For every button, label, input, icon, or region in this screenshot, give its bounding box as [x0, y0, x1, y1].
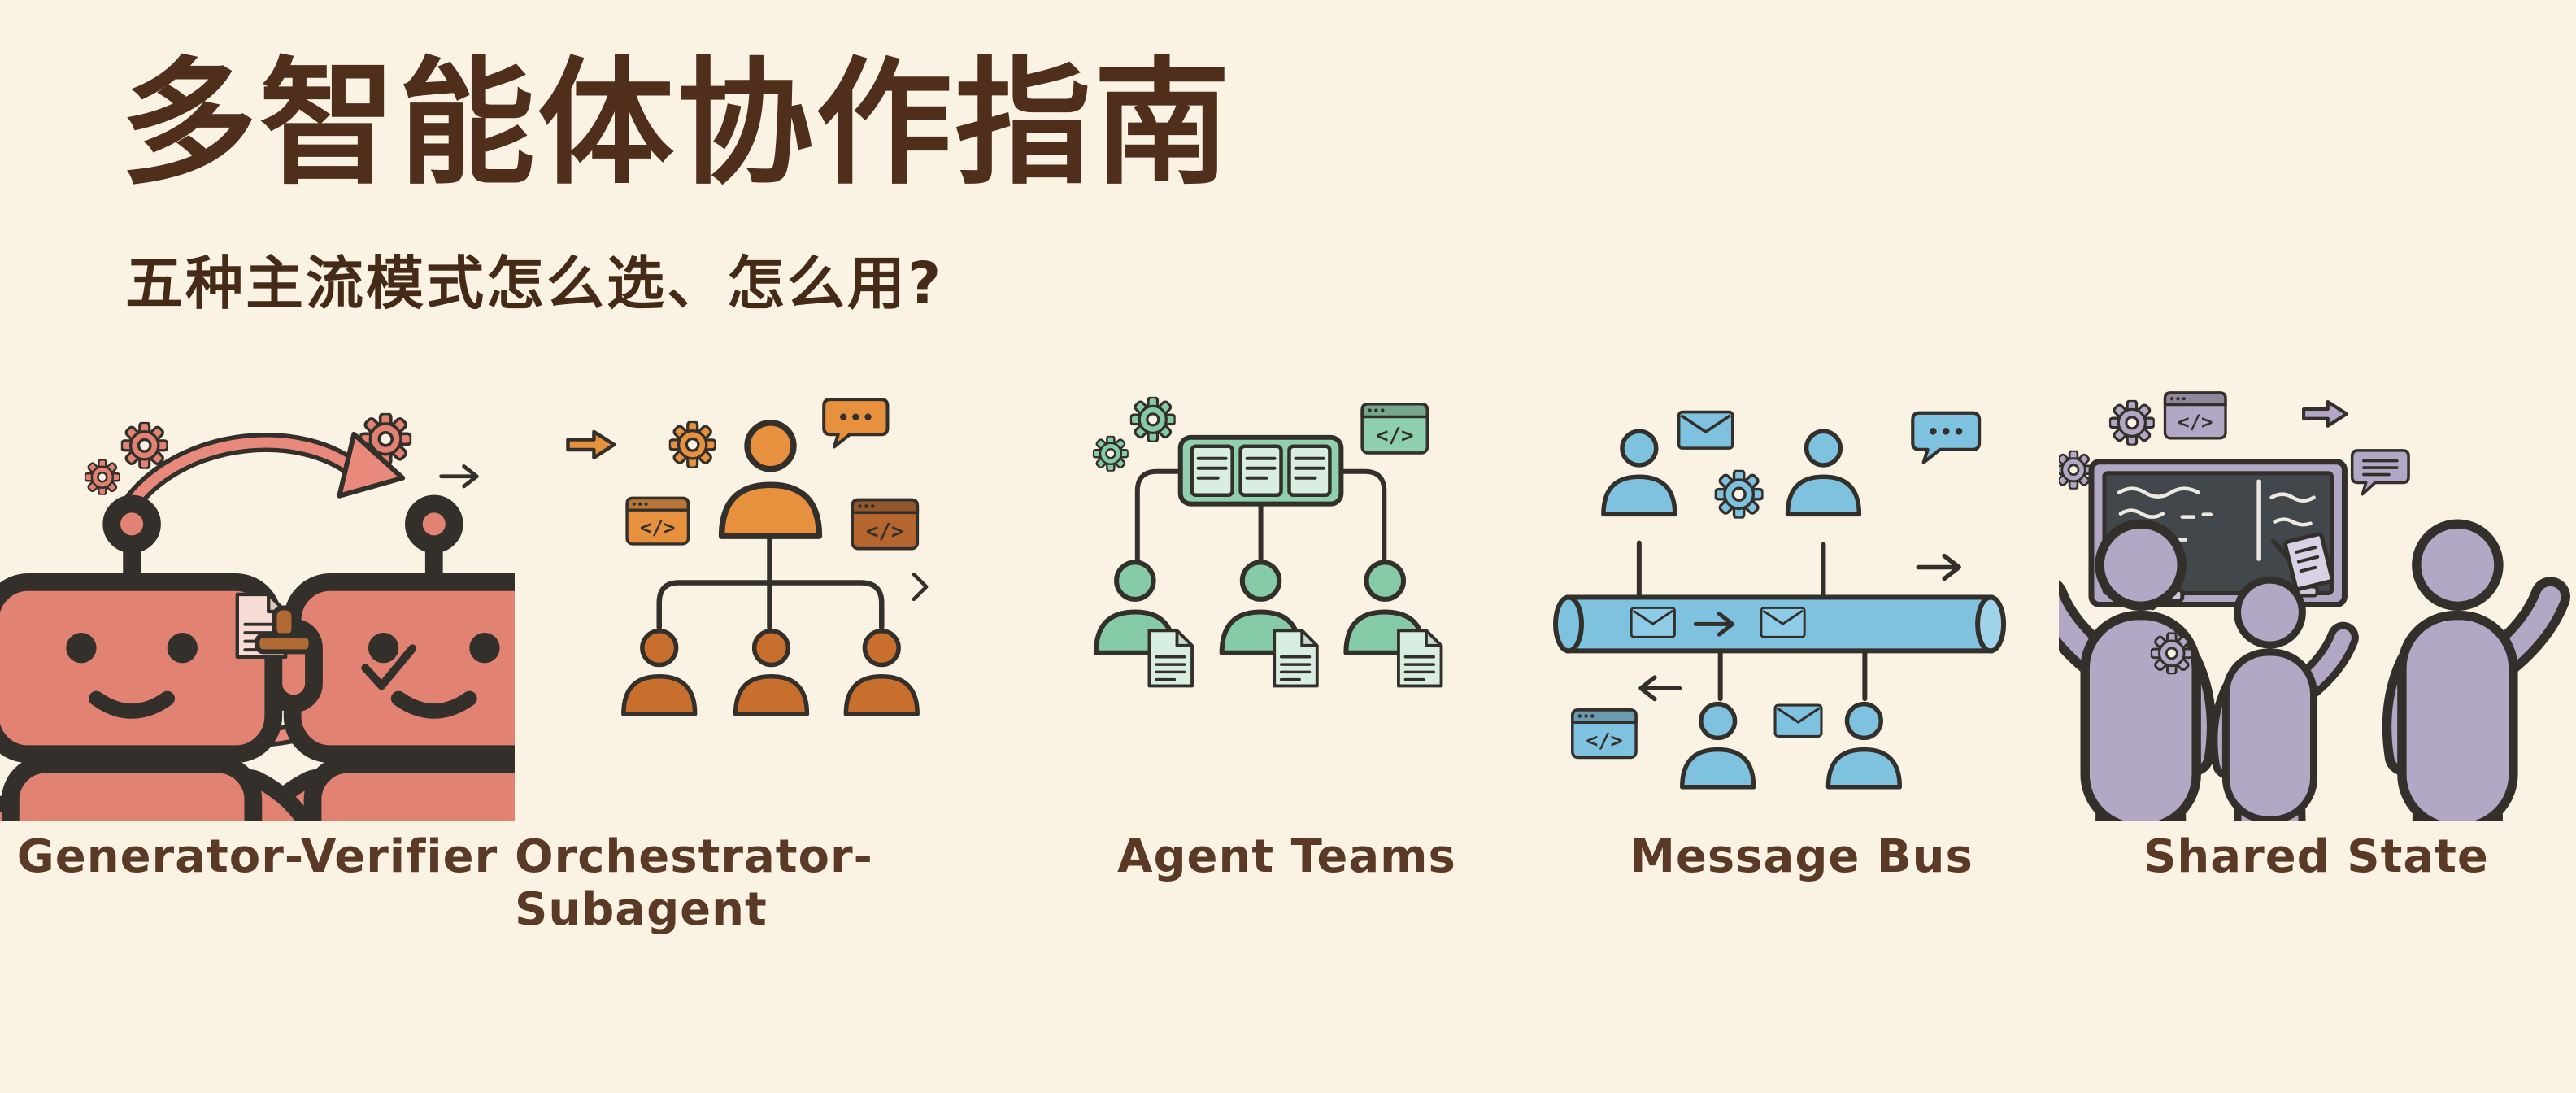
envelope-icon	[1760, 606, 1806, 639]
gear-icon	[84, 459, 120, 495]
verifier-robot	[0, 503, 417, 821]
patterns-row: Generator-Verifier Orchestrator-Subagent	[0, 350, 2576, 936]
task-card	[1238, 444, 1283, 497]
reading-agent-middle	[2402, 524, 2551, 821]
envelope-icon	[1630, 606, 1677, 639]
gear-icon	[120, 421, 168, 469]
gear-icon	[1714, 469, 1764, 519]
task-board	[1177, 434, 1344, 507]
document-icon	[1396, 629, 1443, 688]
note-icon	[2283, 532, 2334, 591]
gear-icon	[1092, 435, 1129, 472]
bus-connector-lines	[1636, 540, 1868, 702]
subagent	[736, 631, 807, 714]
right-arrow-icon	[1918, 556, 1959, 579]
pen-icon	[2270, 538, 2291, 560]
input-arrow-icon	[568, 432, 614, 458]
pattern-label-orchestrator-subagent: Orchestrator-Subagent	[515, 830, 873, 936]
gear-icon	[2108, 399, 2155, 446]
left-arrow-icon	[1641, 677, 1680, 699]
publisher-agent	[1788, 431, 1860, 514]
message-bus-illustration	[1553, 410, 2007, 821]
page-title: 多智能体协作指南	[120, 44, 1233, 203]
task-card	[1190, 444, 1234, 497]
task-card	[1287, 444, 1332, 497]
subscriber-agent	[1828, 704, 1899, 787]
publisher-agent	[1603, 431, 1675, 514]
agent-teams-illustration	[1092, 396, 1443, 688]
chevron-right-icon	[914, 574, 926, 599]
gear-icon	[668, 420, 716, 468]
speech-bubble-icon	[1912, 413, 1979, 463]
message-bus-pipe	[1553, 594, 2007, 654]
gear-icon	[2059, 450, 2093, 490]
pattern-label-generator-verifier: Generator-Verifier	[16, 830, 498, 883]
document-icon	[1147, 629, 1194, 688]
right-arrow-icon	[442, 467, 477, 486]
gear-icon	[1129, 396, 1176, 442]
gear-icon	[2150, 632, 2193, 675]
stamp-icon	[255, 605, 314, 655]
panel-generator-verifier: Generator-Verifier	[0, 350, 515, 936]
pattern-label-shared-state: Shared State	[2143, 830, 2489, 883]
right-arrow-icon	[2304, 402, 2347, 426]
code-window-icon	[625, 496, 690, 546]
panel-message-bus: Message Bus	[1544, 350, 2059, 936]
envelope-icon	[1773, 703, 1823, 738]
panel-agent-teams: Agent Teams	[1029, 350, 1544, 936]
team-tree-lines	[1134, 468, 1387, 562]
panel-shared-state: Shared State	[2059, 350, 2574, 936]
pattern-label-message-bus: Message Bus	[1630, 830, 1973, 883]
pattern-label-agent-teams: Agent Teams	[1117, 830, 1456, 883]
checkmark-icon	[361, 644, 417, 690]
shared-state-illustration	[2059, 391, 2574, 821]
subagent	[624, 631, 695, 714]
panel-orchestrator-subagent: Orchestrator-Subagent	[515, 350, 1029, 936]
subagent	[846, 631, 917, 714]
page-subtitle: 五种主流模式怎么选、怎么用?	[125, 250, 944, 317]
code-window-icon	[1360, 402, 1429, 455]
code-window-icon	[2163, 391, 2227, 440]
envelope-icon	[1677, 410, 1734, 451]
subscriber-agent	[1682, 704, 1754, 787]
orchestrator-subagent-illustration	[515, 350, 1029, 821]
writing-agent-left	[2226, 580, 2343, 821]
generator-verifier-illustration	[0, 412, 515, 821]
speech-bubble-icon	[824, 399, 887, 446]
orchestrator-agent	[722, 423, 820, 536]
code-window-icon	[1573, 710, 1636, 758]
code-window-icon	[851, 498, 920, 551]
delegation-tree-lines	[656, 537, 885, 630]
document-icon	[1273, 629, 1319, 688]
speech-bubble-icon	[2350, 448, 2411, 496]
cycle-arrow-top	[124, 431, 406, 510]
